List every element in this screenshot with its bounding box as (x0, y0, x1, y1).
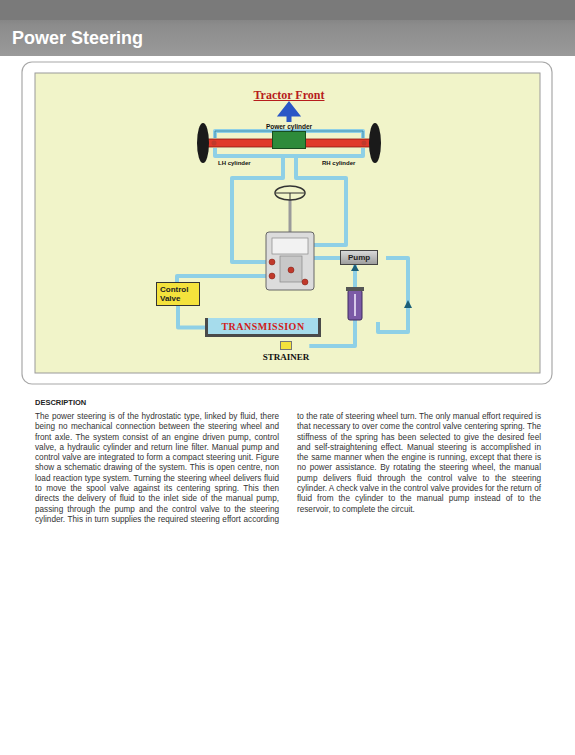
part-label: LH cylinder (218, 160, 251, 166)
steering-unit-part (280, 256, 302, 282)
body-text: The power steering is of the hydrostatic… (35, 412, 541, 525)
tie-rod-end (212, 141, 217, 146)
diagram-panel (35, 73, 540, 373)
flow-arrow (404, 300, 412, 308)
pipe-connector (178, 306, 205, 328)
figure-heading: Tractor Front (254, 88, 325, 103)
header-strip (0, 0, 575, 20)
strainer: STRAINER (263, 341, 310, 362)
right-wheel (369, 123, 381, 163)
node-label: TRANSMISSION (221, 321, 304, 332)
filter-cap (346, 287, 364, 291)
front-arrow (282, 105, 296, 122)
steering-spokes (276, 193, 304, 200)
steering-unit (266, 232, 314, 290)
strainer-square (280, 341, 292, 350)
left-wheel (197, 123, 209, 163)
figure-frame (22, 62, 552, 384)
part-label: RH cylinder (322, 160, 355, 166)
section-heading: DESCRIPTION (35, 398, 86, 407)
steering-unit-part (272, 238, 308, 254)
page-title: Power Steering (12, 28, 143, 49)
node-label: Control Valve (160, 285, 188, 303)
return-filter (348, 290, 362, 320)
header-bar (0, 0, 575, 56)
power-cylinder: Power cylinder (266, 123, 312, 149)
tie-rod-end (362, 141, 367, 146)
pump-box: Pump (340, 250, 378, 265)
node-label: Pump (348, 253, 370, 262)
node-label: STRAINER (263, 352, 310, 362)
port-dots (269, 259, 308, 285)
filter-element (354, 294, 356, 316)
part-label: Power cylinder (266, 123, 312, 130)
transmission-tank: TRANSMISSION (205, 318, 321, 337)
control-valve-box: Control Valve (156, 282, 200, 306)
power-cylinder-body (272, 131, 306, 149)
steering-wheel (275, 186, 305, 200)
